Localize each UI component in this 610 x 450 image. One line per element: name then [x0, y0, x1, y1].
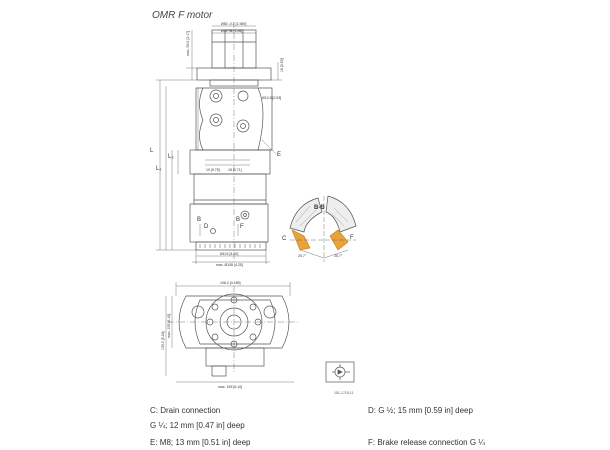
hydraulic-symbol [325, 361, 355, 383]
label-section-b-b: B-B [314, 205, 325, 211]
dim-mid-2: 18 [0.71] [228, 168, 242, 172]
brake-ribs [199, 244, 261, 248]
section-b-b [289, 195, 357, 262]
dim-plan-top: 106.4 [4.189] [220, 281, 240, 285]
dim-plan-left: 133.0 [5.24] [161, 331, 165, 350]
dim-angle-2: 25.7° [334, 254, 343, 258]
label-l2: L₂ [168, 154, 174, 160]
dim-bottom-1: Ø102 [4.02] [220, 252, 238, 256]
note-brake-release: F: Brake release connection G ¼ [368, 438, 485, 447]
plan-view [168, 286, 300, 377]
dim-plan-bottom: max. 155 [6.10] [218, 385, 242, 389]
dim-plan-left-2: max. 155 [6.10] [167, 314, 171, 338]
note-drain-port: G ¼; 12 mm [0.47 in] deep [150, 421, 245, 430]
brake-end-cover [189, 203, 269, 243]
label-f: F [240, 224, 244, 230]
dim-top-1: Ø50 -0.1 [1.969] [221, 22, 246, 26]
port-b [209, 113, 223, 127]
label-e: E [277, 152, 281, 158]
label-c: C [282, 236, 287, 242]
dim-top-2: Ø32 h8 [1.26] [221, 29, 242, 33]
note-port-d: D: G ½; 15 mm [0.59 in] deep [368, 406, 473, 415]
drawing-reference-code: 151-1718.11 [334, 391, 354, 395]
dim-angle-1: 25.7° [298, 254, 307, 258]
dim-mid-1: 19 [0.75] [206, 168, 220, 172]
note-drain-connection: C: Drain connection [150, 406, 221, 415]
brake-housing [193, 173, 267, 205]
label-l1: L₁ [156, 166, 161, 172]
dim-bottom-2: max. Ø108 [4.25] [216, 263, 243, 267]
label-b-left: B [197, 217, 201, 223]
dim-side-top: max. 55.0 [2.17] [186, 31, 190, 56]
dim-side-right: 16 [0.63] [280, 58, 284, 72]
label-f-section: F [350, 235, 354, 241]
note-thread: E: M8; 13 mm [0.51 in] deep [150, 438, 251, 447]
dim-dia-right: Ø13.5 [0.53] [262, 96, 281, 100]
label-b-right: B [236, 217, 240, 223]
page-title: OMR F motor [152, 10, 213, 21]
port-a [209, 89, 223, 103]
label-d: D [204, 224, 209, 230]
label-l: L [150, 148, 154, 154]
